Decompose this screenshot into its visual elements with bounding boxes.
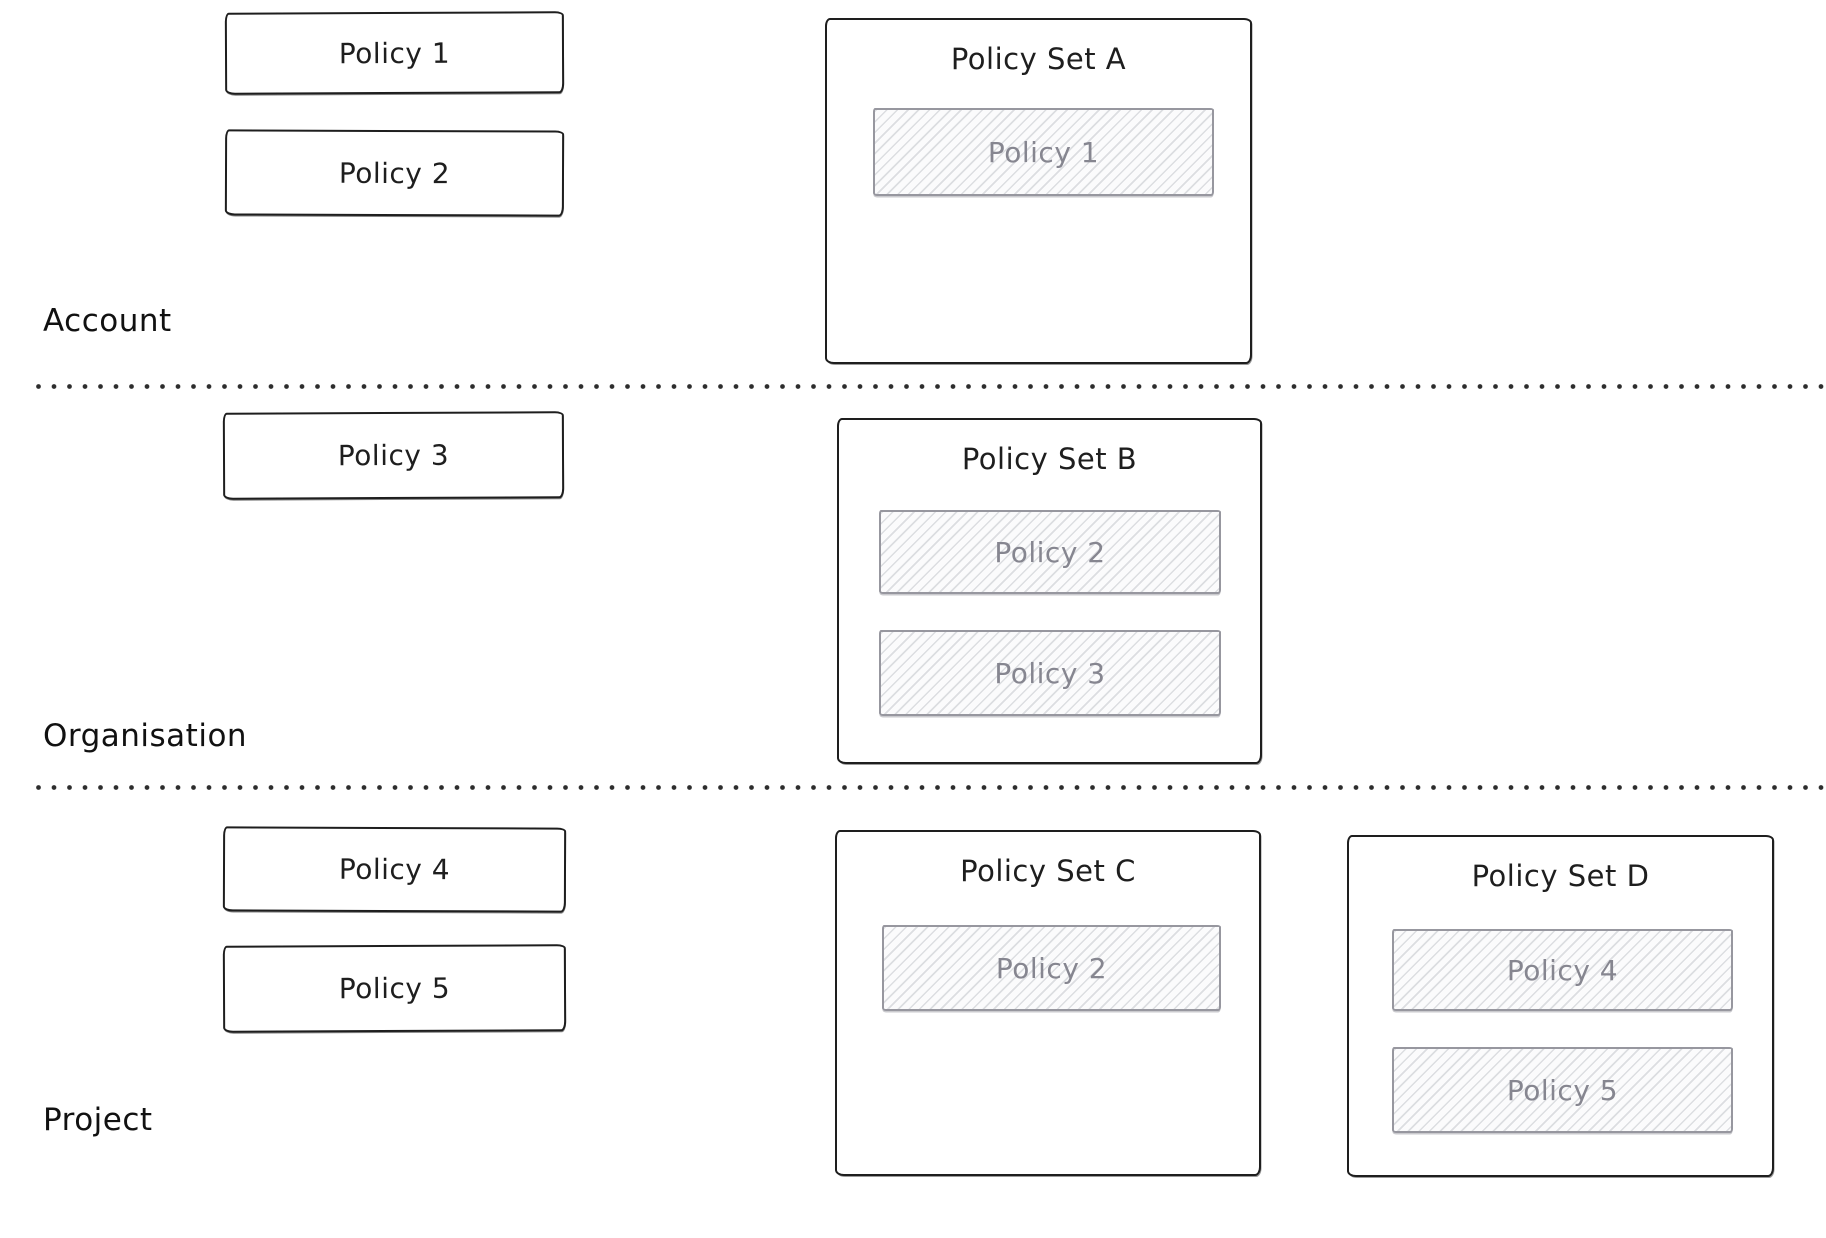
policy-set-b: Policy Set B Policy 2 Policy 3	[837, 418, 1262, 764]
policy-box-policy-3: Policy 3	[222, 411, 565, 500]
policy-set-c-member-policy-2: Policy 2	[882, 925, 1221, 1011]
tier-divider-organisation-project	[36, 785, 1826, 790]
policy-box-policy-5: Policy 5	[222, 944, 567, 1033]
policy-box-policy-4: Policy 4	[222, 826, 567, 913]
policy-box-policy-2: Policy 2	[224, 129, 565, 217]
hatched-policy-label: Policy 1	[987, 135, 1100, 169]
policy-set-b-member-policy-3: Policy 3	[879, 630, 1221, 716]
policy-box-label: Policy 5	[338, 971, 451, 1006]
policy-set-a: Policy Set A Policy 1	[825, 18, 1252, 364]
policy-set-a-member-policy-1: Policy 1	[873, 108, 1214, 196]
hatched-policy-label: Policy 5	[1506, 1073, 1619, 1107]
section-label-project: Project	[43, 1102, 153, 1138]
hatched-policy-label: Policy 4	[1506, 953, 1619, 987]
policy-box-policy-1: Policy 1	[224, 11, 565, 95]
hatched-policy-label: Policy 2	[995, 951, 1108, 985]
policy-box-label: Policy 2	[338, 156, 451, 190]
hatched-policy-label: Policy 2	[994, 535, 1106, 569]
policy-set-b-member-policy-2: Policy 2	[879, 510, 1221, 594]
policy-box-label: Policy 1	[338, 36, 451, 70]
tier-divider-account-organisation	[36, 384, 1826, 389]
policy-box-label: Policy 4	[338, 852, 451, 887]
policy-box-label: Policy 3	[337, 438, 450, 473]
section-label-organisation: Organisation	[43, 718, 248, 754]
policy-set-c: Policy Set C Policy 2	[835, 830, 1261, 1176]
policy-set-d-member-policy-5: Policy 5	[1392, 1047, 1733, 1133]
hatched-policy-label: Policy 3	[994, 656, 1106, 690]
policy-set-d: Policy Set D Policy 4 Policy 5	[1347, 835, 1774, 1177]
policy-set-title: Policy Set A	[950, 42, 1127, 76]
policy-set-d-member-policy-4: Policy 4	[1392, 929, 1733, 1011]
policy-set-title: Policy Set B	[961, 442, 1138, 476]
section-label-account: Account	[43, 303, 172, 339]
policy-set-title: Policy Set C	[960, 854, 1136, 888]
policy-set-title: Policy Set D	[1471, 859, 1650, 893]
